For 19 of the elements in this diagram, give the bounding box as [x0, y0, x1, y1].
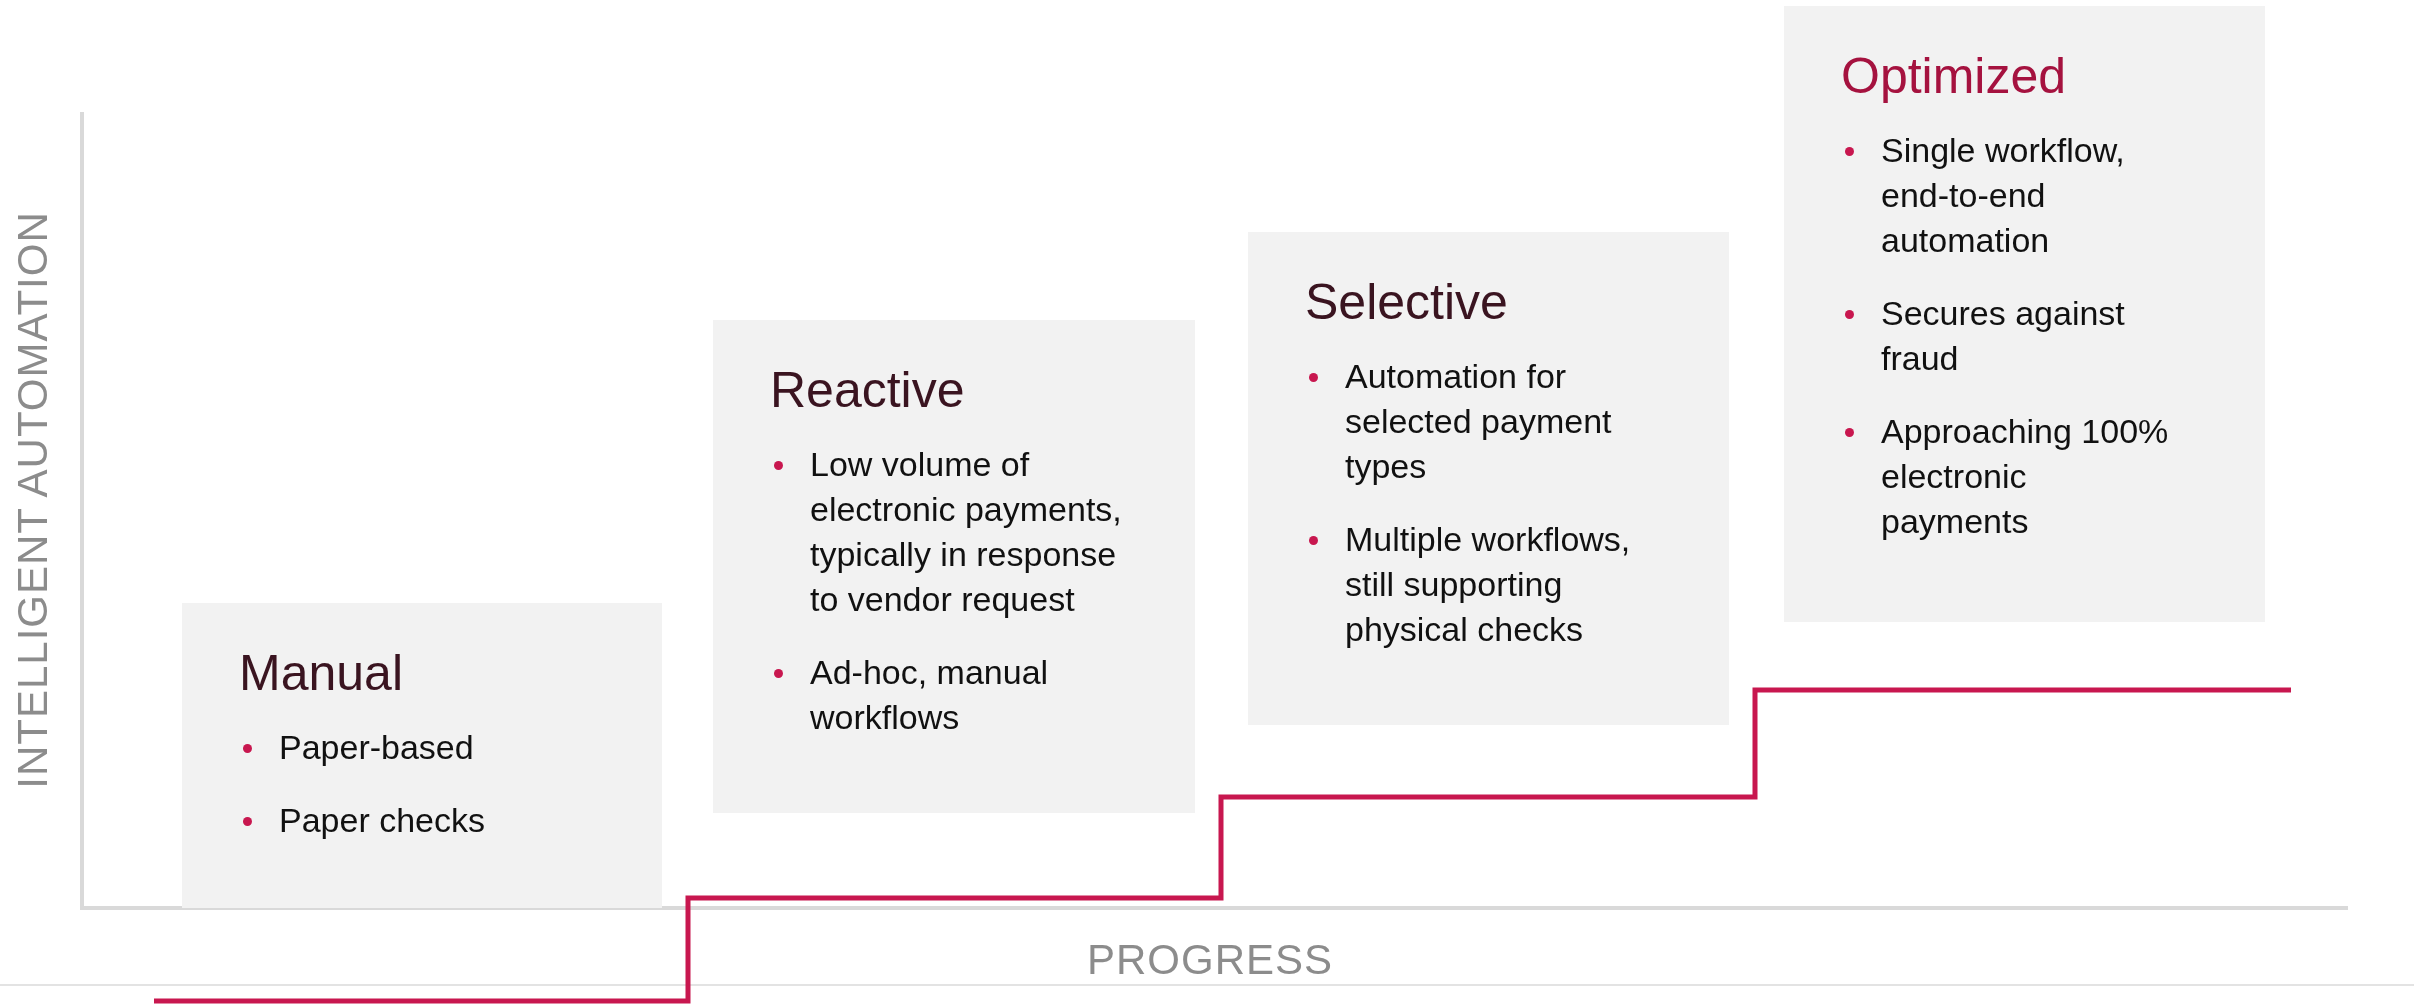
stage-heading: Optimized: [1841, 47, 2067, 106]
stage-card: [1784, 6, 2265, 622]
bullet-text: Paper checks: [279, 800, 485, 841]
stage-card: [713, 320, 1195, 813]
stage-card: [182, 603, 662, 908]
bullet-text: Approaching 100% electronic payments: [1881, 411, 2170, 542]
stage-heading: Manual: [239, 644, 403, 703]
bullet-text: Secures against fraud: [1881, 293, 2126, 379]
bullet-text: Paper-based: [279, 727, 474, 768]
bullet-text: Single workflow, end-to-end automation: [1881, 130, 2126, 261]
axis-title: INTELLIGENT AUTOMATION: [9, 211, 57, 789]
bullet-text: Automation for selected payment types: [1345, 356, 1613, 487]
bullet-text: Ad-hoc, manual workflows: [810, 652, 1050, 738]
bullet-text: Low volume of electronic payments, typically in response to vendor request: [810, 444, 1123, 620]
stage-card: [1248, 232, 1729, 725]
stage-heading: Reactive: [770, 361, 965, 420]
axis-title: PROGRESS: [1086, 936, 1334, 984]
bullet-text: Multiple workflows, still supporting physical checks: [1345, 519, 1632, 650]
stage-heading: Selective: [1305, 273, 1508, 332]
